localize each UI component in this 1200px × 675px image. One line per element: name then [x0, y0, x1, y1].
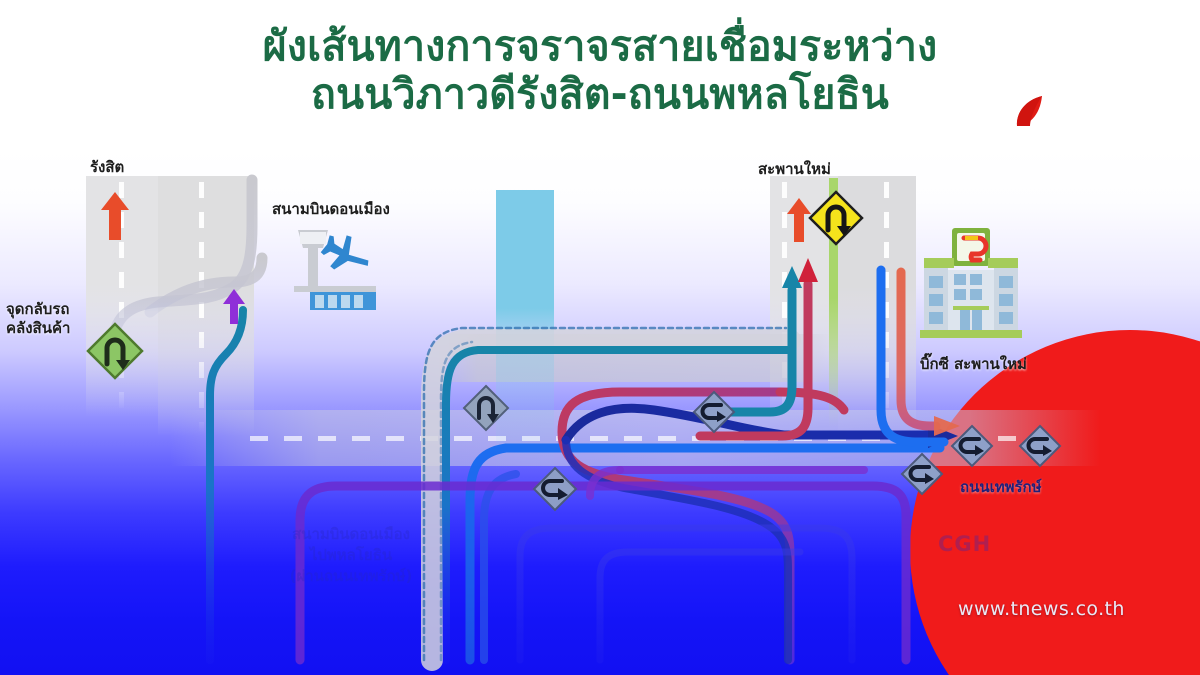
grey-uturn-sign-icon-right-a[interactable] — [950, 424, 994, 468]
label-big-c-saphan-mai: บิ๊กซี สะพานใหม่ — [920, 355, 1027, 373]
route-teal-rangsit — [201, 177, 248, 665]
bigc-store-icon — [912, 226, 1030, 346]
purple-up-arrow-icon-left — [222, 288, 246, 324]
label-rangsit: รังสิต — [90, 158, 125, 176]
crimson-up-arrow-head — [798, 258, 818, 282]
route-up-arrows-phahon — [695, 279, 813, 441]
orange-up-arrow-icon-saphanmai — [786, 196, 812, 244]
grey-uturn-sign-icon-purple[interactable] — [900, 452, 944, 496]
airport-terminal-icon — [284, 222, 384, 312]
route-navy — [561, 403, 935, 664]
yellow-uturn-sign-icon[interactable] — [808, 190, 864, 246]
road-median-green — [829, 178, 838, 428]
grey-uturn-sign-icon-mid-low[interactable] — [532, 466, 578, 512]
teal-up-arrow-head — [782, 266, 802, 288]
lane-dash-phahon-1 — [782, 182, 787, 422]
red-swoosh-logo-icon — [1010, 92, 1052, 134]
route-purple-thep-rak — [295, 466, 911, 665]
grey-uturn-sign-icon-mid-left[interactable] — [462, 384, 510, 432]
ghost-label-line-2: ไปพหลโยธิน — [309, 546, 393, 564]
lane-dash-vibhavadi-1 — [119, 182, 124, 412]
lane-dash-thep-rak — [250, 436, 1050, 441]
label-don-mueang-airport: สนามบินดอนเมือง — [272, 200, 390, 218]
grey-uturn-sign-icon-right-b[interactable] — [1018, 424, 1062, 468]
salmon-arrow-head — [934, 416, 960, 436]
route-ghost-lines — [516, 466, 1044, 664]
canal-band — [496, 190, 554, 350]
route-right-verticals — [876, 265, 949, 447]
route-royal-lower — [465, 443, 945, 665]
ghost-label-line-1: สนามบินดอนเมือง — [292, 525, 410, 543]
route-connector-sweep — [421, 326, 801, 671]
orange-up-arrow-icon-rangsit — [100, 190, 130, 242]
label-thep-rak-road: ถนนเทพรักษ์ — [960, 478, 1042, 496]
grey-uturn-sign-icon-crimson[interactable] — [692, 390, 736, 434]
ghost-label-cgh: CGH — [938, 532, 992, 556]
label-uturn-warehouse: จุดกลับรถ คลังสินค้า — [6, 300, 71, 337]
site-watermark: www.tnews.co.th — [958, 598, 1125, 620]
green-uturn-sign-icon[interactable] — [86, 322, 144, 380]
lane-dash-phahon-2 — [884, 182, 889, 422]
ghost-label-line-3: (ผ่านถนนเทพรักษ์) — [289, 567, 413, 585]
label-saphan-mai: สะพานใหม่ — [758, 160, 831, 178]
ghost-label-block: สนามบินดอนเมือง ไปพหลโยธิน (ผ่านถนนเทพรั… — [266, 524, 436, 587]
